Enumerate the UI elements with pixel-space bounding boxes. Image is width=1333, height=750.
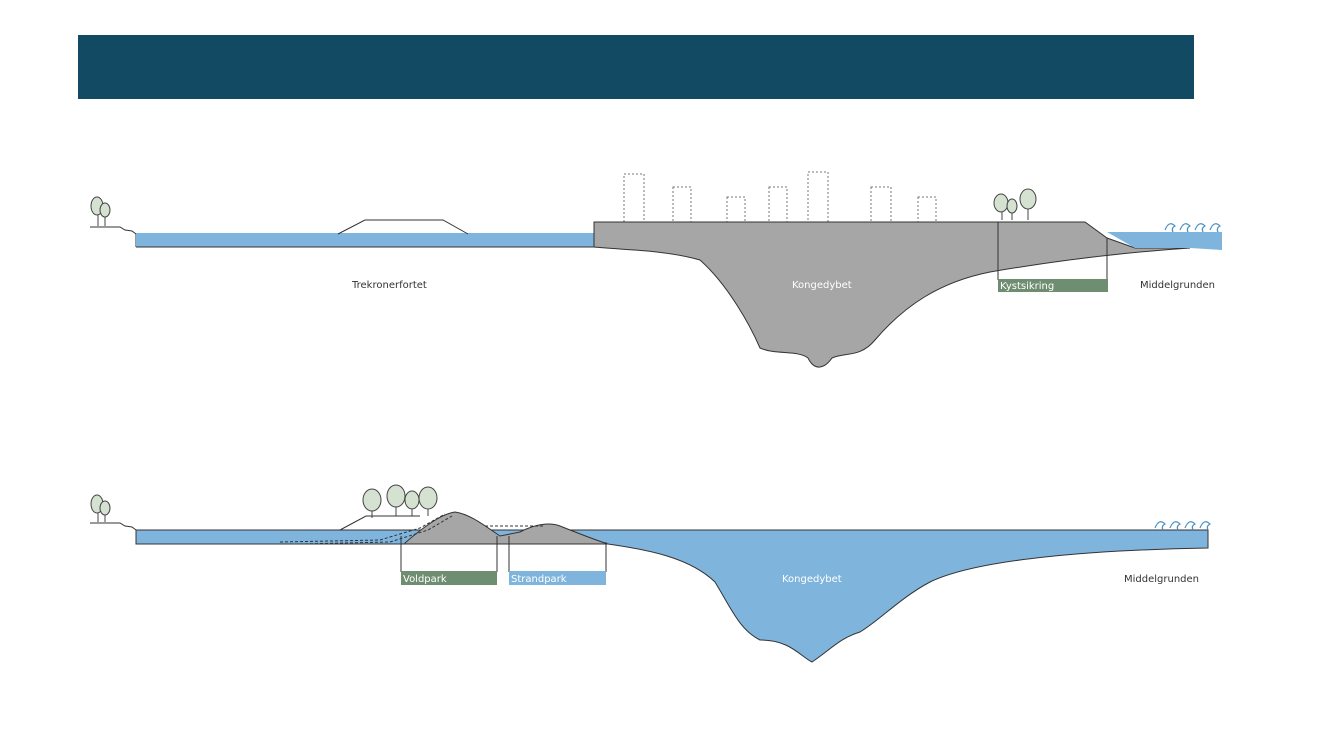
waves-icon: [1154, 521, 1212, 531]
kystsikring-label-box: [998, 279, 1108, 292]
tree-icon: [90, 494, 111, 522]
trekroner-fort-outline: [337, 219, 469, 235]
voldpark-label-box: [401, 571, 497, 585]
section-top-diagram: Kystsikring Trekronerfortet Kongedybet M…: [90, 171, 1222, 368]
strandpark-label-box: [509, 571, 606, 585]
voldpark-label: Voldpark: [403, 574, 447, 585]
land-fill-kongedybet: [593, 221, 1191, 368]
middelgrunden-label: Middelgrunden: [1124, 574, 1199, 585]
middelgrunden-label: Middelgrunden: [1140, 280, 1215, 291]
waves-icon: [1164, 223, 1222, 233]
strandpark-label: Strandpark: [511, 574, 567, 585]
header-bar: [78, 35, 1194, 99]
kystsikring-label: Kystsikring: [1000, 281, 1054, 292]
trekroner-label: Trekronerfortet: [351, 280, 427, 291]
section-bottom-diagram: Voldpark Strandpark Kongedybet Middelgru…: [90, 484, 1212, 663]
water-strip-right: [1107, 232, 1222, 250]
land-mound-voldpark: [404, 511, 609, 545]
water-body-kongedybet: [135, 529, 1209, 663]
water-strip-left: [136, 233, 596, 247]
kongedybet-label: Kongedybet: [782, 574, 842, 585]
tree-icon: [90, 196, 111, 226]
trees-icon: [993, 188, 1037, 220]
kongedybet-label: Kongedybet: [792, 280, 852, 291]
trees-icon: [362, 484, 438, 518]
planned-buildings: [623, 171, 937, 223]
